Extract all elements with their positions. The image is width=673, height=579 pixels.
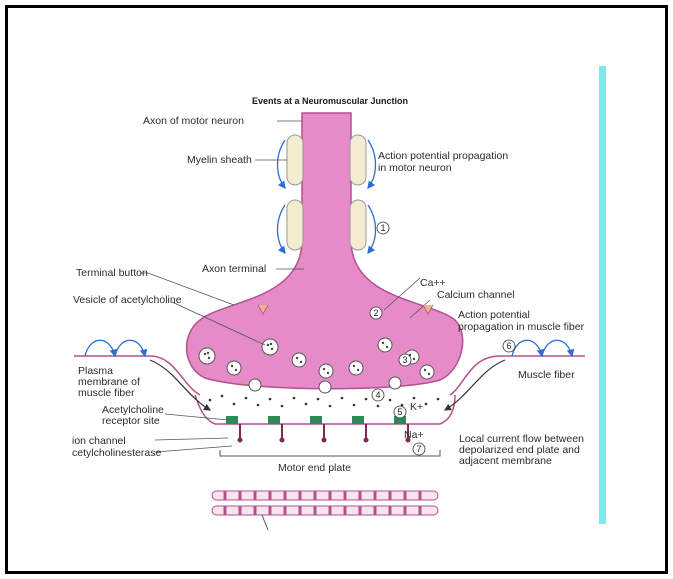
step-3: 3 [402, 355, 407, 365]
diagram-title: Events at a Neuromuscular Junction [252, 96, 408, 106]
ap-arrow-left-2 [278, 205, 286, 253]
label-ap-muscle-2: propagation in muscle fiber [458, 321, 585, 333]
muscle-fiber-stripes [212, 491, 438, 530]
label-vesicle: Vesicle of acetylcholine [73, 294, 182, 306]
motor-end-plate-bracket [220, 450, 440, 456]
label-ach-receptor-2: receptor site [102, 415, 160, 427]
receptor-sites [226, 416, 411, 443]
label-ap-motor-2: in motor neuron [378, 162, 452, 174]
label-ca: Ca++ [420, 277, 446, 289]
muscle-ap-arc-left-1 [85, 340, 115, 356]
myelin-sheath-right-1 [350, 135, 366, 185]
step-5: 5 [397, 407, 402, 417]
label-axon-terminal: Axon terminal [202, 263, 266, 275]
label-acetylcholinesterase: cetylcholinesterase [72, 447, 161, 459]
label-calcium-channel: Calcium channel [437, 289, 515, 301]
label-ap-muscle-1: Action potential [458, 309, 530, 321]
label-motor-end-plate: Motor end plate [278, 462, 351, 474]
step-2: 2 [373, 308, 378, 318]
ap-arrow-right-1 [368, 140, 376, 188]
muscle-ap-arc-right-1 [512, 340, 542, 356]
label-myelin-sheath: Myelin sheath [187, 154, 252, 166]
step-1: 1 [380, 223, 385, 233]
acetylcholine-molecules [209, 395, 440, 408]
label-local-current-3: adjacent membrane [459, 455, 552, 467]
label-axon-motor-neuron: Axon of motor neuron [143, 115, 244, 127]
label-terminal-button: Terminal button [76, 267, 148, 279]
myelin-sheath-right-2 [350, 200, 366, 250]
label-na: Na+ [404, 429, 424, 441]
step-4: 4 [375, 390, 380, 400]
label-muscle-fiber: Muscle fiber [518, 369, 575, 381]
label-ion-channel: ion channel [72, 435, 126, 447]
myelin-sheath-left-2 [287, 200, 303, 250]
label-k: K+ [410, 401, 423, 413]
muscle-ap-arc-left-2 [115, 340, 145, 356]
label-ap-motor-1: Action potential propagation [378, 150, 508, 162]
step-6: 6 [506, 341, 511, 351]
step-7: 7 [416, 444, 421, 454]
ap-arrow-right-2 [368, 205, 376, 253]
ap-arrow-left-1 [278, 140, 286, 188]
muscle-ap-arc-right-2 [542, 340, 572, 356]
label-plasma-3: muscle fiber [78, 387, 135, 399]
myelin-sheath-left-1 [287, 135, 303, 185]
